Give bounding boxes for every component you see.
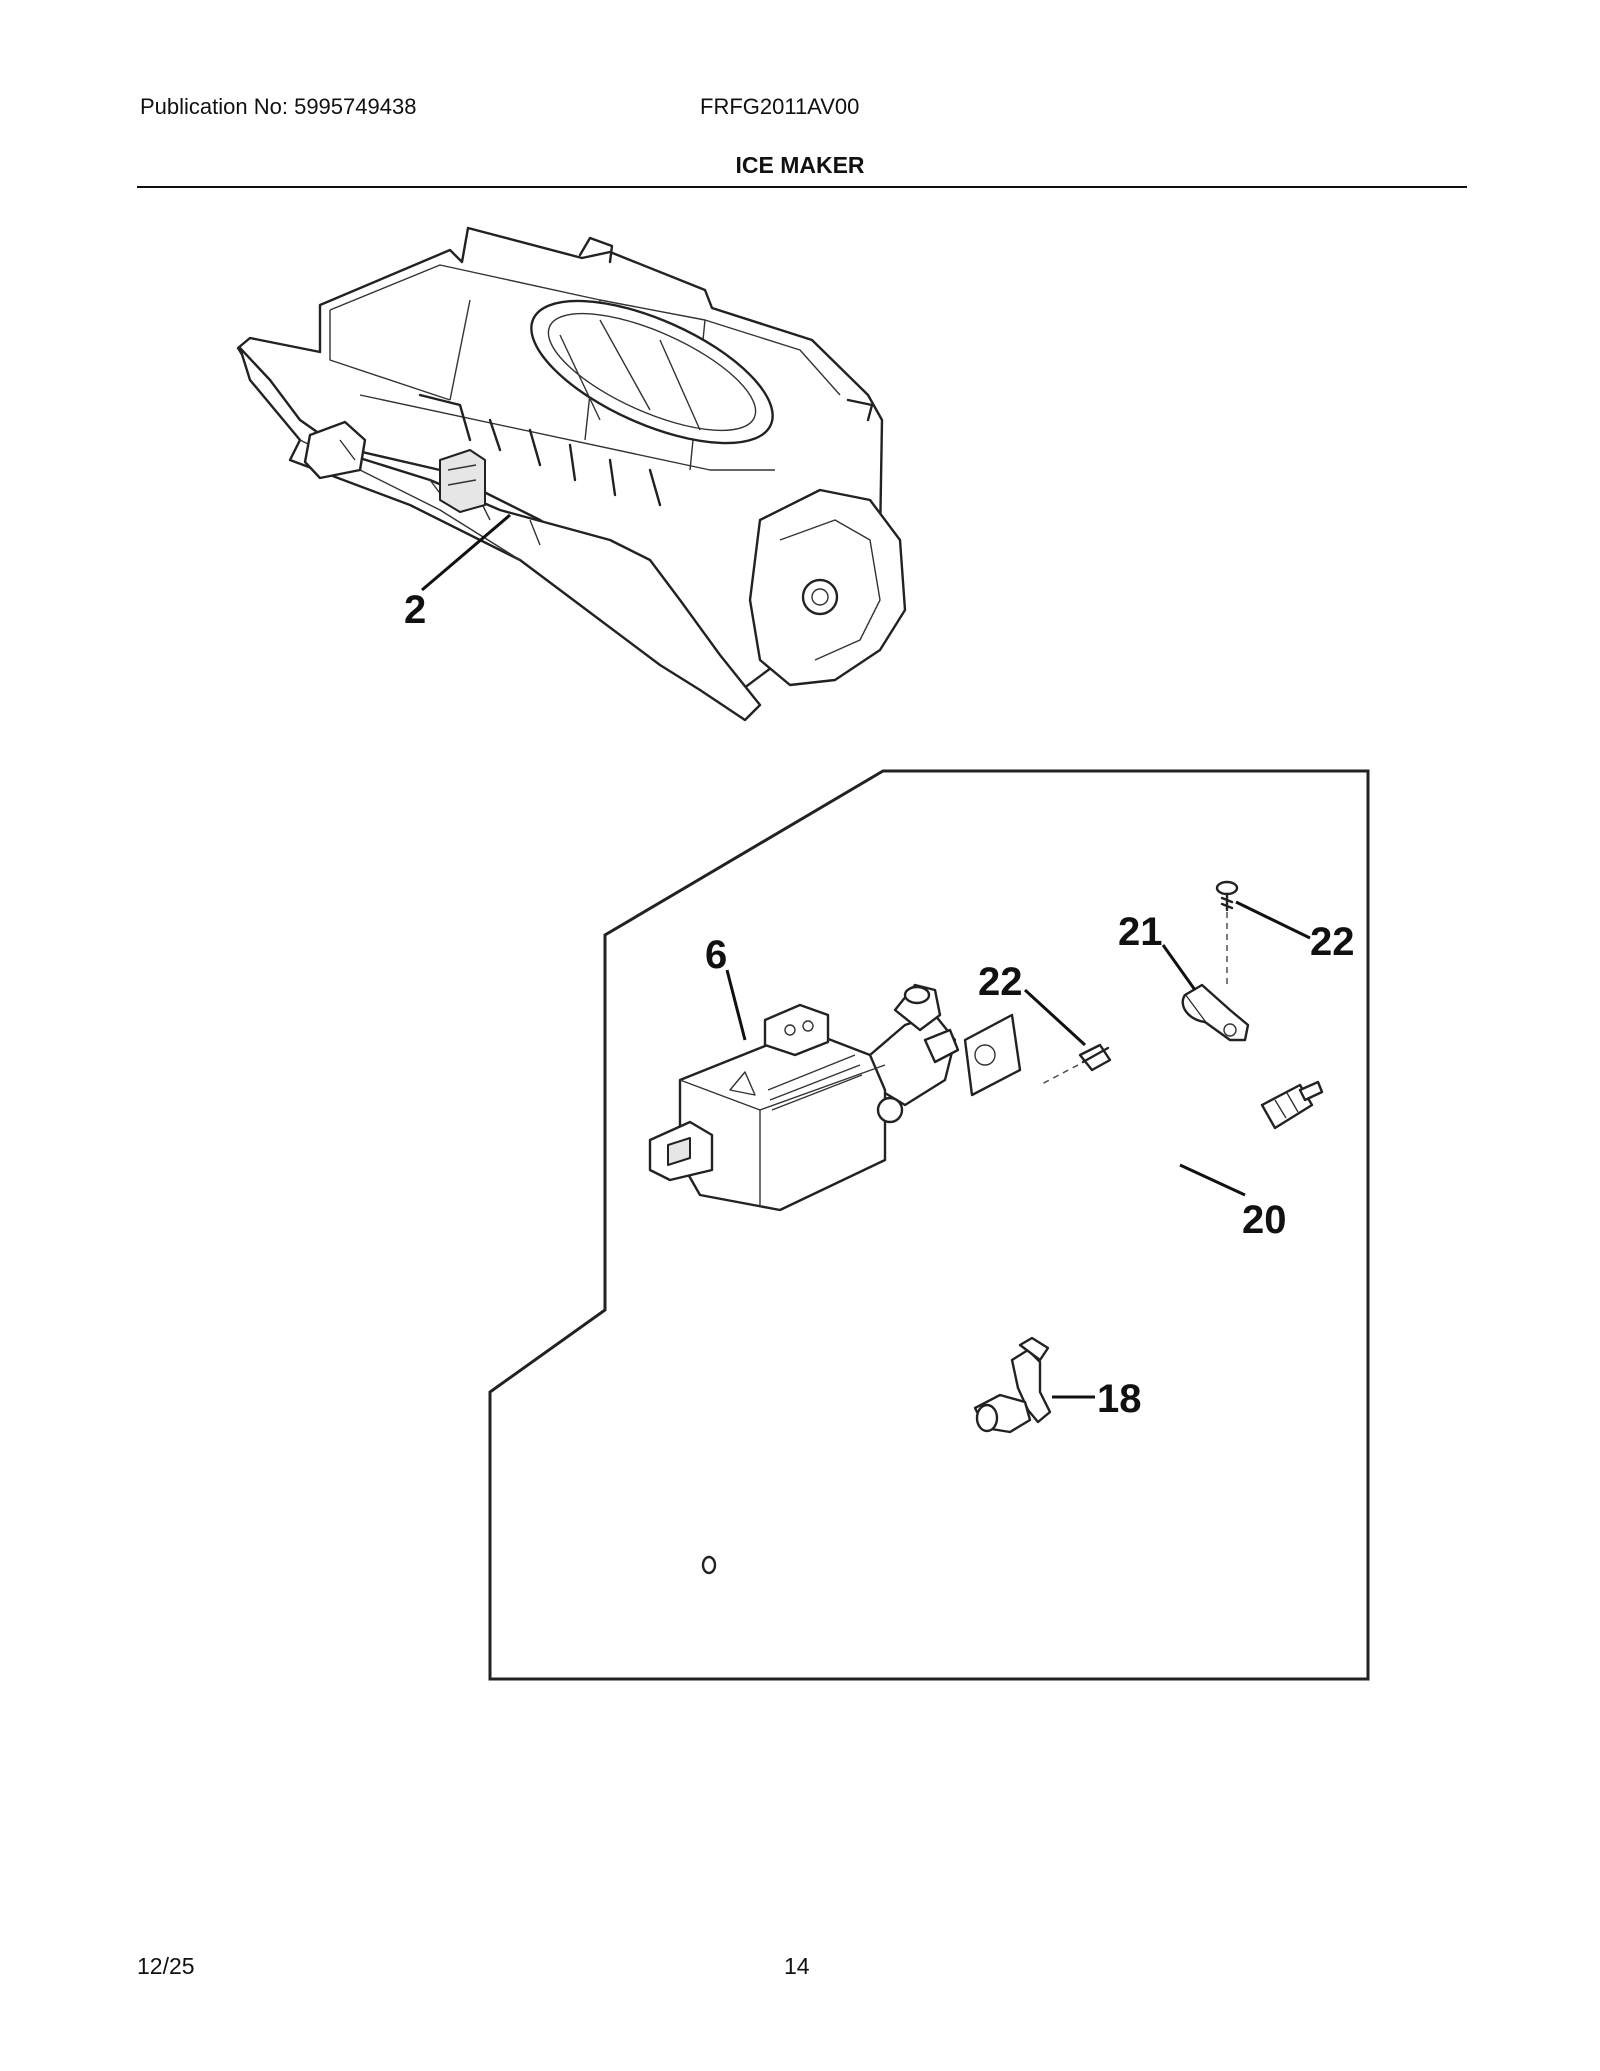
footer-page-number: 14 <box>784 1953 810 1979</box>
tube-clip-drawing <box>973 1336 1052 1434</box>
callout-6: 6 <box>705 933 727 977</box>
screw-drawing-b <box>1215 880 1239 912</box>
water-tube-drawing <box>701 1080 1324 1575</box>
callout-22a-leader <box>1023 988 1087 1047</box>
callout-21: 21 <box>1118 910 1163 954</box>
callout-22-screw-a: 22 <box>978 960 1023 1004</box>
callout-2-leader <box>421 513 511 592</box>
header-rule <box>137 186 1467 188</box>
screw-drawing-a <box>1078 1043 1112 1072</box>
ice-maker-assembly-drawing <box>236 226 907 722</box>
callout-22b-leader <box>1235 900 1311 940</box>
screw-a-centerline <box>1039 1064 1079 1086</box>
callout-20: 20 <box>1242 1198 1287 1242</box>
footer-date: 12/25 <box>137 1953 195 1979</box>
callout-22-screw-b: 22 <box>1310 920 1355 964</box>
publication-number: Publication No: 5995749438 <box>140 94 417 119</box>
kit-border <box>488 769 1370 1681</box>
callout-18: 18 <box>1097 1377 1142 1421</box>
callout-21-leader <box>1161 944 1197 991</box>
model-number: FRFG2011AV00 <box>700 94 860 119</box>
callout-6-leader <box>725 969 747 1041</box>
clamp-drawing <box>1181 983 1250 1042</box>
section-title: ICE MAKER <box>735 152 865 178</box>
water-valve-drawing <box>648 983 1022 1212</box>
callout-2: 2 <box>404 588 426 632</box>
callout-20-leader <box>1179 1163 1246 1197</box>
